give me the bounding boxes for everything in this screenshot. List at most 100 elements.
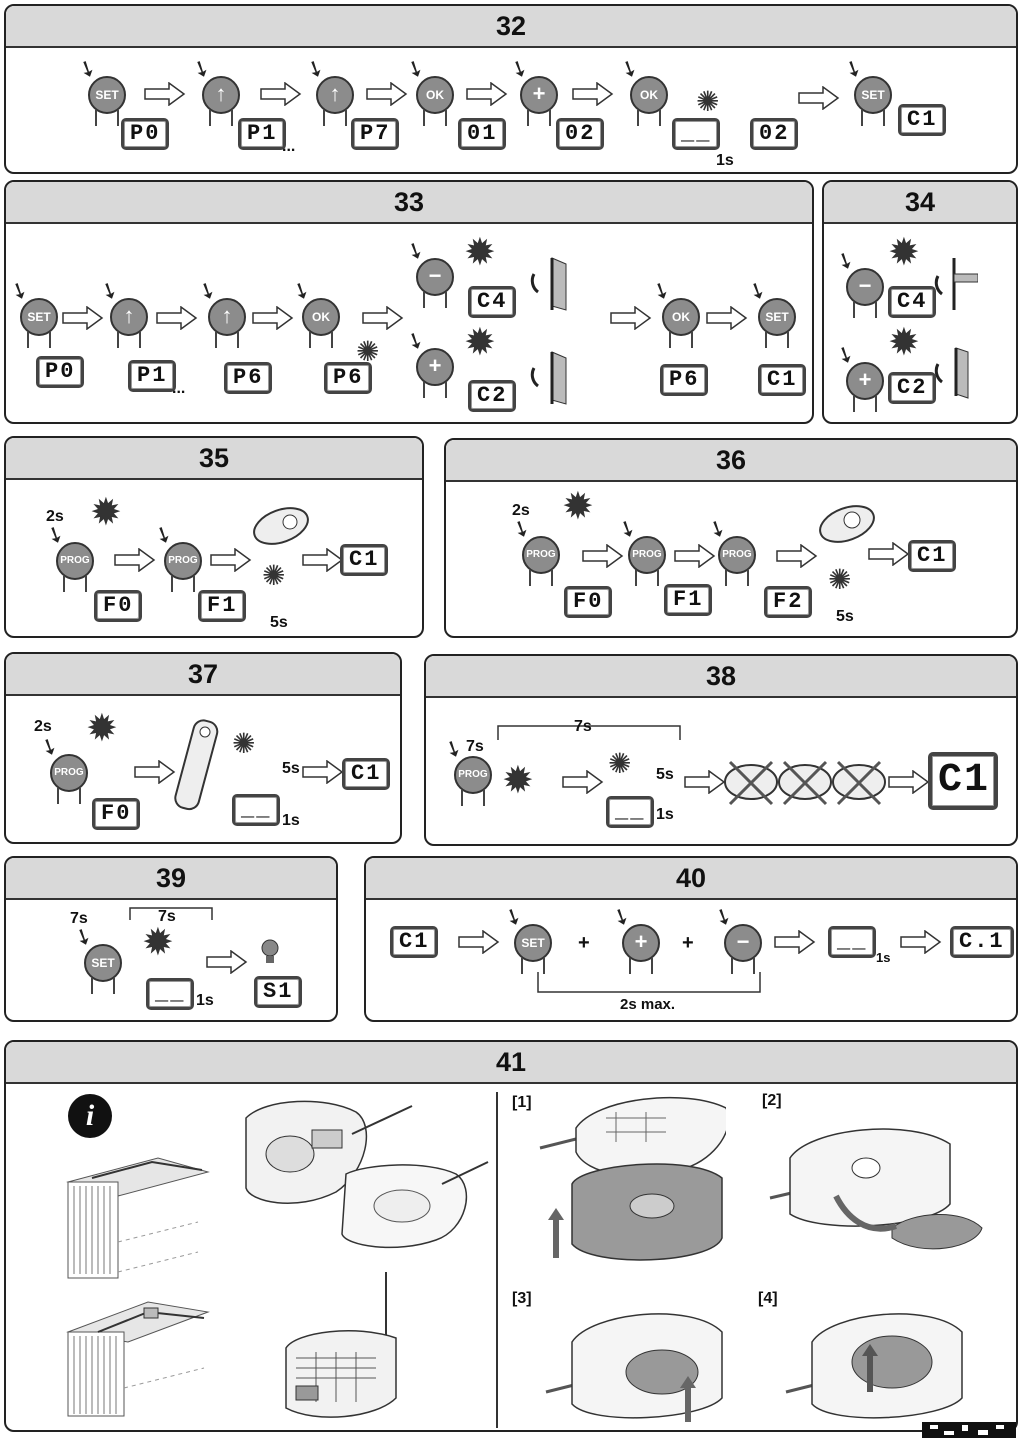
lamp-flash-icon: ✹ <box>888 322 920 364</box>
plus-sign: + <box>682 932 694 954</box>
prog-button: PROG➘ <box>704 513 756 586</box>
lcd-display: C1 <box>340 544 389 576</box>
lcd-display-blank: __ <box>232 794 281 826</box>
arrow-right-icon <box>674 544 716 568</box>
step-4-illustration <box>785 1313 963 1419</box>
lamp-flash-icon: ✹ <box>90 492 122 534</box>
step-label: [1] <box>512 1094 532 1111</box>
arrow-right-icon <box>134 760 176 784</box>
panel-title: 38 <box>426 656 1016 698</box>
up-button: ↑➘ <box>302 53 354 126</box>
panel-37: 37 2s ✹ PROG➘ F0 ✺ 5s __ 1s C1 <box>4 652 402 844</box>
set-button: SET➘ <box>6 275 58 348</box>
lcd-display: S1 <box>254 976 303 1008</box>
lcd-display: C1 <box>758 364 807 396</box>
panel-41: 41 i [1] [2] <box>4 1040 1018 1432</box>
plus-button: +➘ <box>506 53 558 126</box>
lcd-display: P0 <box>121 118 170 150</box>
arrow-right-icon <box>260 82 302 106</box>
lcd-display: P6 <box>660 364 709 396</box>
lcd-display: P7 <box>351 118 400 150</box>
lamp-flash-icon: ✹ <box>464 232 496 274</box>
panel-33: 33 SET➘ P0 ↑➘ P1 ... ↑➘ P6 OK➘ P6 ✺ −➘ ✹… <box>4 180 814 424</box>
lcd-display: 02 <box>556 118 605 150</box>
time-label: 1s <box>196 992 214 1009</box>
lcd-display: C2 <box>468 380 517 412</box>
lcd-display-blank: __ <box>828 926 877 958</box>
panel-title: 41 <box>6 1042 1016 1084</box>
panel-38: 38 7s PROG➘ 7s ✹ ✺ 5s __ 1s C1 <box>424 654 1018 846</box>
set-button: SET➘ <box>744 275 796 348</box>
panel-title: 34 <box>824 182 1016 224</box>
gate-closed-icon <box>934 347 969 399</box>
prog-button: PROG➘ <box>42 519 94 592</box>
up-button: ↑➘ <box>96 275 148 348</box>
ok-button: OK➘ <box>402 53 454 126</box>
timing-bracket <box>537 972 761 993</box>
time-label: 1s <box>716 152 734 169</box>
arrow-right-icon <box>582 544 624 568</box>
plus-button: +➘ <box>608 901 660 974</box>
lcd-display: F0 <box>564 586 613 618</box>
prog-button: PROG➘ <box>614 513 666 586</box>
arrow-right-icon <box>156 306 198 330</box>
lcd-display: C1 <box>342 758 391 790</box>
time-label: 5s <box>656 766 674 783</box>
lcd-display: P1 <box>128 360 177 392</box>
step-label: [3] <box>512 1290 532 1307</box>
step-2-illustration <box>769 1128 983 1250</box>
time-label: 7s <box>466 738 484 755</box>
minus-button: −➘ <box>832 245 884 318</box>
lamp-flash-icon: ✹ <box>142 922 174 964</box>
lcd-display: C.1 <box>950 926 1014 958</box>
remote-control-icon <box>819 505 875 543</box>
arrow-right-icon <box>362 306 404 330</box>
set-button: SET➘ <box>500 901 552 974</box>
arrow-right-icon <box>458 930 500 954</box>
time-label: 7s <box>574 718 592 735</box>
lcd-display: F1 <box>198 590 247 622</box>
step-3-illustration <box>545 1313 723 1422</box>
set-button: SET➘ <box>840 53 892 126</box>
arrow-right-icon <box>684 770 726 794</box>
lcd-display: 01 <box>458 118 507 150</box>
arrow-right-icon <box>774 930 816 954</box>
lamp-flash-icon: ✹ <box>562 486 594 528</box>
lcd-display: C2 <box>888 372 937 404</box>
arrow-right-icon <box>572 82 614 106</box>
panel-40: 40 C1 SET➘ + +➘ + −➘ 2s max. __ 1s C.1 <box>364 856 1018 1022</box>
time-label: 1s <box>876 950 891 965</box>
panel-title: 39 <box>6 858 336 900</box>
arrow-right-icon <box>62 306 104 330</box>
lcd-display: C1 <box>390 926 439 958</box>
lamp-flash-icon: ✹ <box>464 322 496 364</box>
ellipsis: ... <box>172 380 186 397</box>
time-label: 5s <box>270 614 288 631</box>
divider <box>496 1092 498 1428</box>
arrow-right-icon <box>888 770 930 794</box>
panel-title: 36 <box>446 440 1016 482</box>
panel-34: 34 −➘ ✹ C4 +➘ ✹ C2 <box>822 180 1018 424</box>
blink-icon: ✺ <box>696 86 720 117</box>
lamp-flash-icon: ✹ <box>86 708 118 750</box>
lamp-flash-icon: ✹ <box>888 232 920 274</box>
prog-button: PROG➘ <box>440 733 492 806</box>
panel-39: 39 7s SET➘ 7s ✹ __ 1s S1 <box>4 856 338 1022</box>
arrow-right-icon <box>900 930 942 954</box>
time-label: 2s <box>512 502 530 519</box>
step-label: [4] <box>758 1290 778 1307</box>
arrow-right-icon <box>798 86 840 110</box>
lamp-flash-icon: ✹ <box>502 760 534 802</box>
lcd-display: C4 <box>468 286 517 318</box>
page-marker-pattern <box>922 1422 1016 1438</box>
panel-35: 35 2s ✹ PROG➘ F0 PROG➘ F1 ✺ 5s C1 <box>4 436 424 638</box>
arrow-right-icon <box>206 950 248 974</box>
lcd-display: P0 <box>36 356 85 388</box>
time-label: 1s <box>656 806 674 823</box>
minus-button: −➘ <box>402 235 454 308</box>
lcd-display-blank: __ <box>672 118 721 150</box>
duration-bracket <box>497 725 681 740</box>
ellipsis: ... <box>282 138 296 155</box>
time-label: 7s <box>158 908 176 925</box>
lamp-blink-icon: ✺ <box>262 560 286 591</box>
